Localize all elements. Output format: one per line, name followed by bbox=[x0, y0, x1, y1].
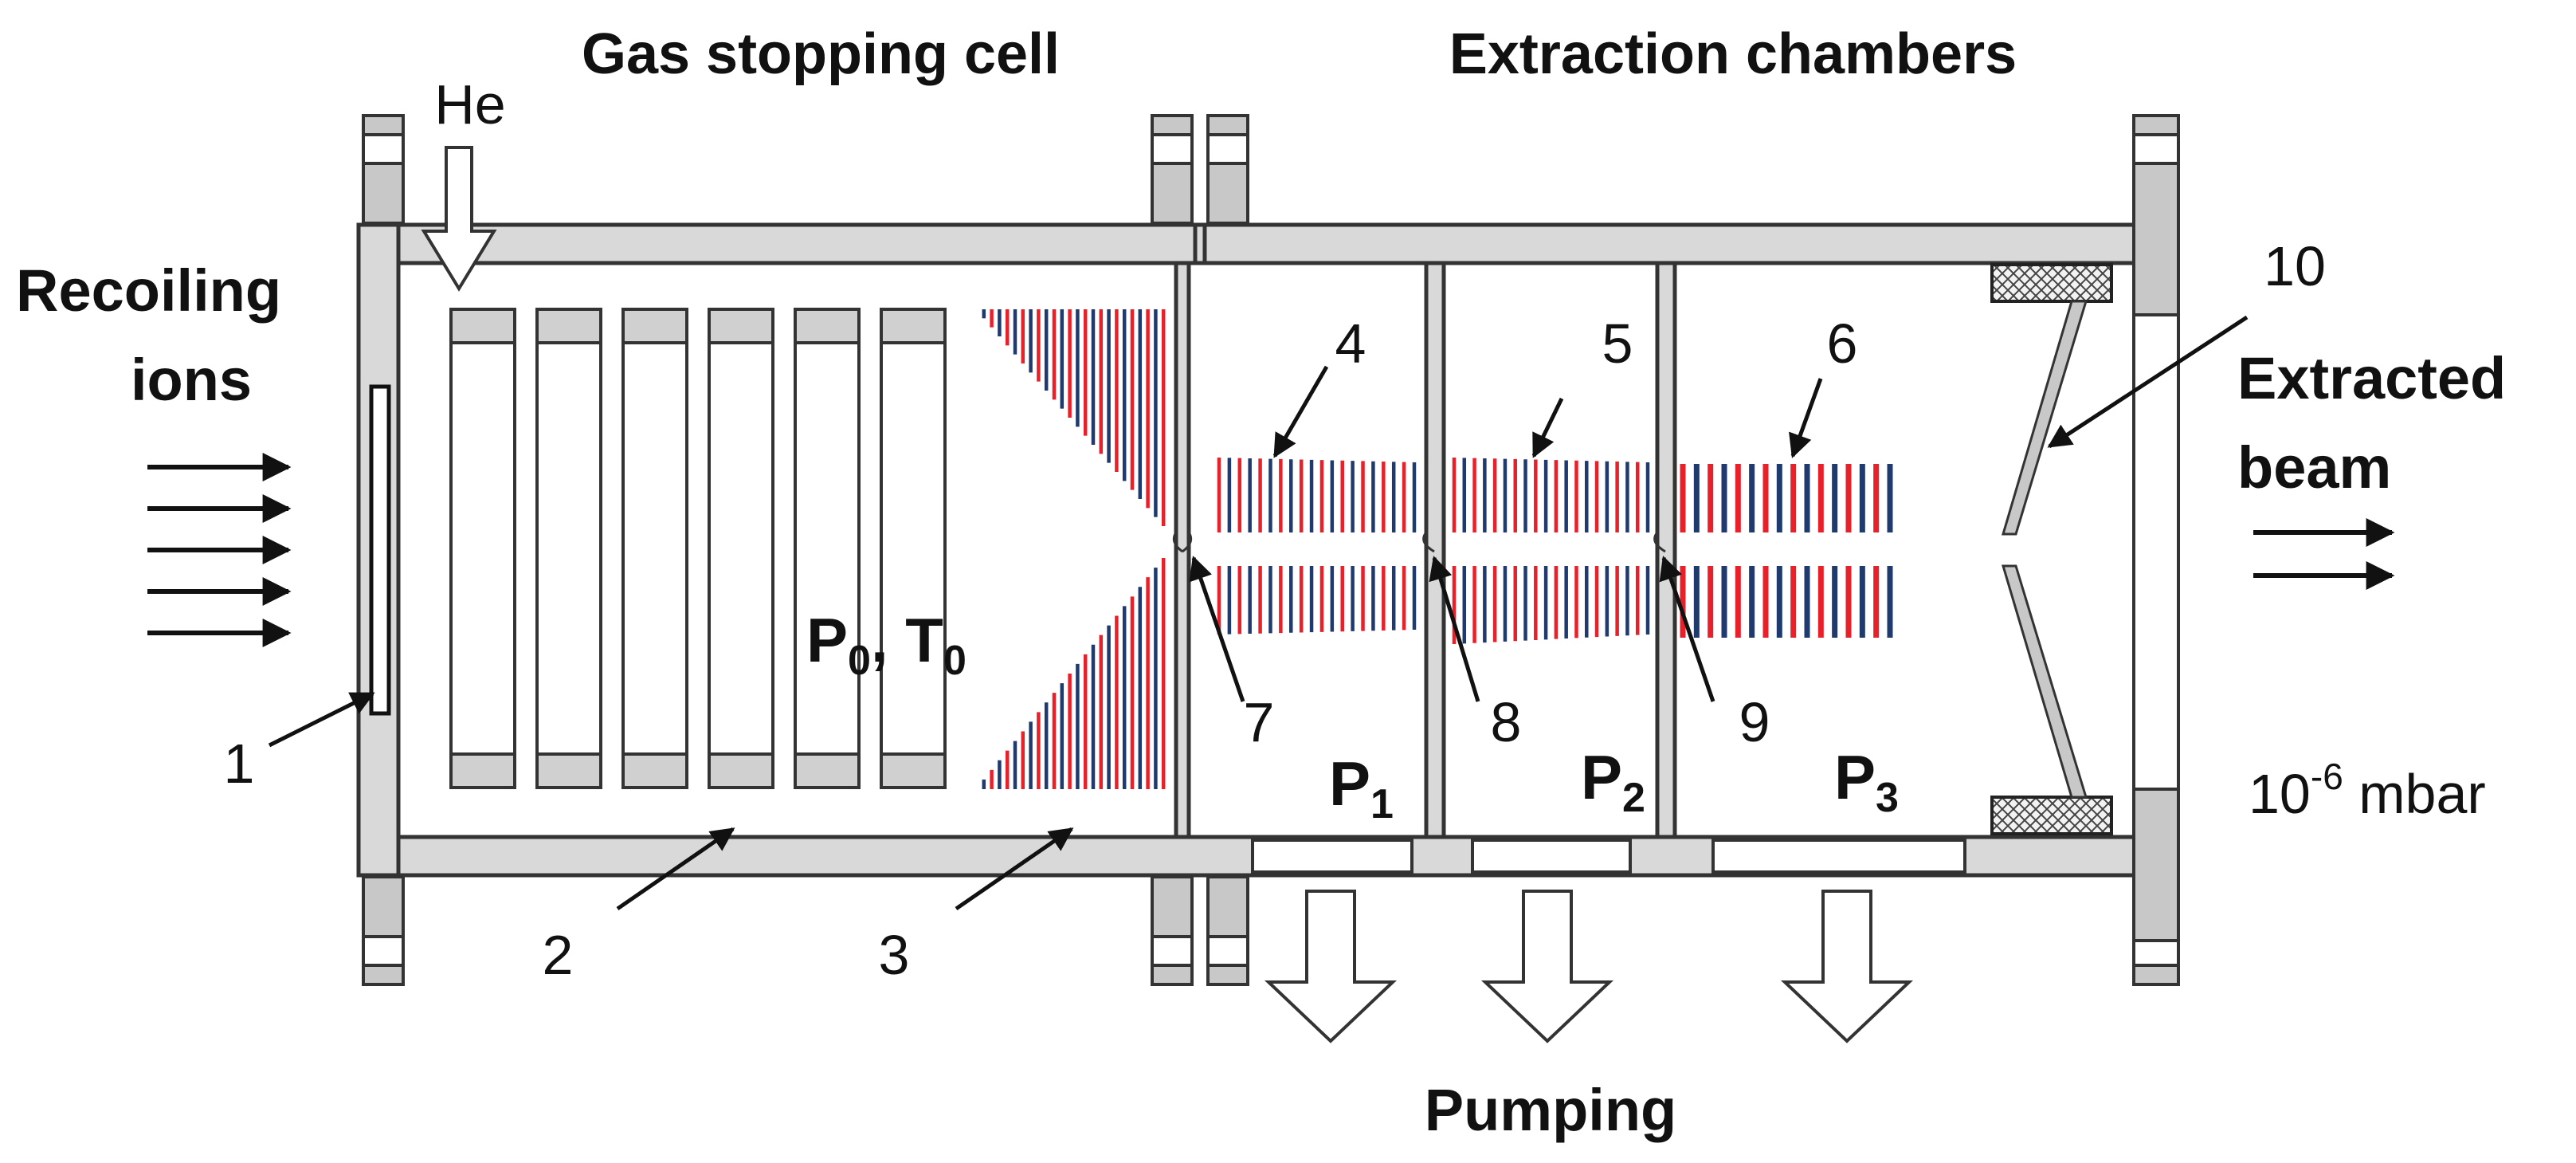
recoiling-ions-label-1: Recoiling bbox=[16, 257, 281, 324]
vacuum-pressure-label: 10-6 mbar bbox=[2249, 756, 2486, 825]
callout-4: 4 bbox=[1335, 312, 1366, 375]
dc-electrode-ring bbox=[449, 308, 516, 789]
dc-electrode-cap-bottom bbox=[708, 752, 774, 789]
dc-electrode-cap-top bbox=[708, 308, 774, 344]
dc-electrode-ring bbox=[535, 308, 602, 789]
extracted-beam-label-2: beam bbox=[2237, 434, 2391, 501]
dc-electrode-cap-top bbox=[449, 308, 516, 344]
sextupole-s2 bbox=[1452, 458, 1650, 644]
dc-electrode-cap-bottom bbox=[794, 752, 861, 789]
dc-electrode-cap-top bbox=[535, 308, 602, 344]
dc-electrode-ring bbox=[880, 308, 947, 789]
helium-inlet-arrow bbox=[421, 146, 497, 292]
flange-gap-wall bbox=[1193, 222, 1207, 265]
recoiling-ions-label-2: ions bbox=[131, 347, 252, 413]
callout-leaders bbox=[268, 315, 2249, 911]
flanges bbox=[362, 114, 2180, 986]
sextupole-s3 bbox=[1680, 464, 1893, 638]
separator-wall-1 bbox=[1424, 261, 1446, 839]
callout-5: 5 bbox=[1602, 312, 1633, 375]
callout-1: 1 bbox=[224, 733, 255, 795]
callout-3: 3 bbox=[879, 924, 910, 986]
callout-10: 10 bbox=[2264, 235, 2326, 297]
sextupole-s1 bbox=[1217, 458, 1417, 635]
dc-electrode-cap-top bbox=[794, 308, 861, 344]
dc-electrode-ring bbox=[708, 308, 774, 789]
extraction-electrode bbox=[1990, 263, 2113, 835]
p2-label: P2 bbox=[1581, 742, 1645, 821]
p0-t0-label: P0, T0 bbox=[806, 605, 966, 684]
pumping-arrows bbox=[1264, 890, 1914, 1043]
exit-apertures bbox=[1172, 532, 1666, 553]
dc-electrode-ring bbox=[794, 308, 861, 789]
callout-9: 9 bbox=[1739, 691, 1770, 753]
separator-wall-2 bbox=[1655, 261, 1677, 839]
cell-exit-wall bbox=[1174, 261, 1191, 839]
dc-electrode-cap-bottom bbox=[621, 752, 688, 789]
p3-label: P3 bbox=[1834, 742, 1899, 821]
helium-label: He bbox=[434, 73, 505, 136]
dc-electrode-cap-bottom bbox=[535, 752, 602, 789]
callout-6: 6 bbox=[1827, 312, 1858, 375]
top-wall bbox=[356, 222, 2138, 265]
dc-electrode-cap-bottom bbox=[449, 752, 516, 789]
dc-electrode-cap-top bbox=[621, 308, 688, 344]
callout-7: 7 bbox=[1244, 691, 1275, 753]
pump-ports bbox=[1251, 839, 1966, 874]
extracted-beam-label-1: Extracted bbox=[2237, 345, 2506, 411]
recoiling-ions-arrows bbox=[147, 453, 292, 647]
callout-numbers: 1 2 3 4 5 6 7 8 9 10 bbox=[224, 235, 2326, 986]
dc-electrode-cap-top bbox=[880, 308, 947, 344]
extraction-chambers-title: Extraction chambers bbox=[1449, 22, 2017, 86]
callout-8: 8 bbox=[1491, 691, 1522, 753]
entrance-window bbox=[369, 384, 391, 716]
dc-electrode-cap-bottom bbox=[880, 752, 947, 789]
extracted-beam-arrows bbox=[2253, 518, 2395, 590]
gas-cell-title: Gas stopping cell bbox=[582, 22, 1060, 86]
callout-2: 2 bbox=[543, 924, 574, 986]
rf-funnel bbox=[982, 309, 1166, 789]
dc-cage-electrodes bbox=[449, 308, 947, 789]
p1-label: P1 bbox=[1329, 748, 1394, 827]
dc-electrode-ring bbox=[621, 308, 688, 789]
pumping-label: Pumping bbox=[1425, 1077, 1677, 1143]
